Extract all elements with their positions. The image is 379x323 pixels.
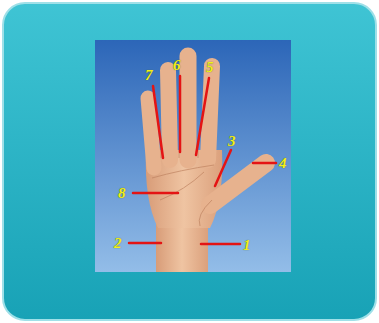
callout-number: 4: [279, 156, 287, 171]
callout-number: 1: [243, 238, 251, 253]
callout-number: 5: [206, 60, 214, 75]
callout-number: 6: [173, 58, 181, 73]
callout-number: 8: [118, 186, 126, 201]
callout-number: 7: [145, 68, 153, 83]
callout-number: 2: [114, 236, 122, 251]
callout-number: 3: [228, 134, 236, 149]
leader-lines: [129, 76, 276, 244]
